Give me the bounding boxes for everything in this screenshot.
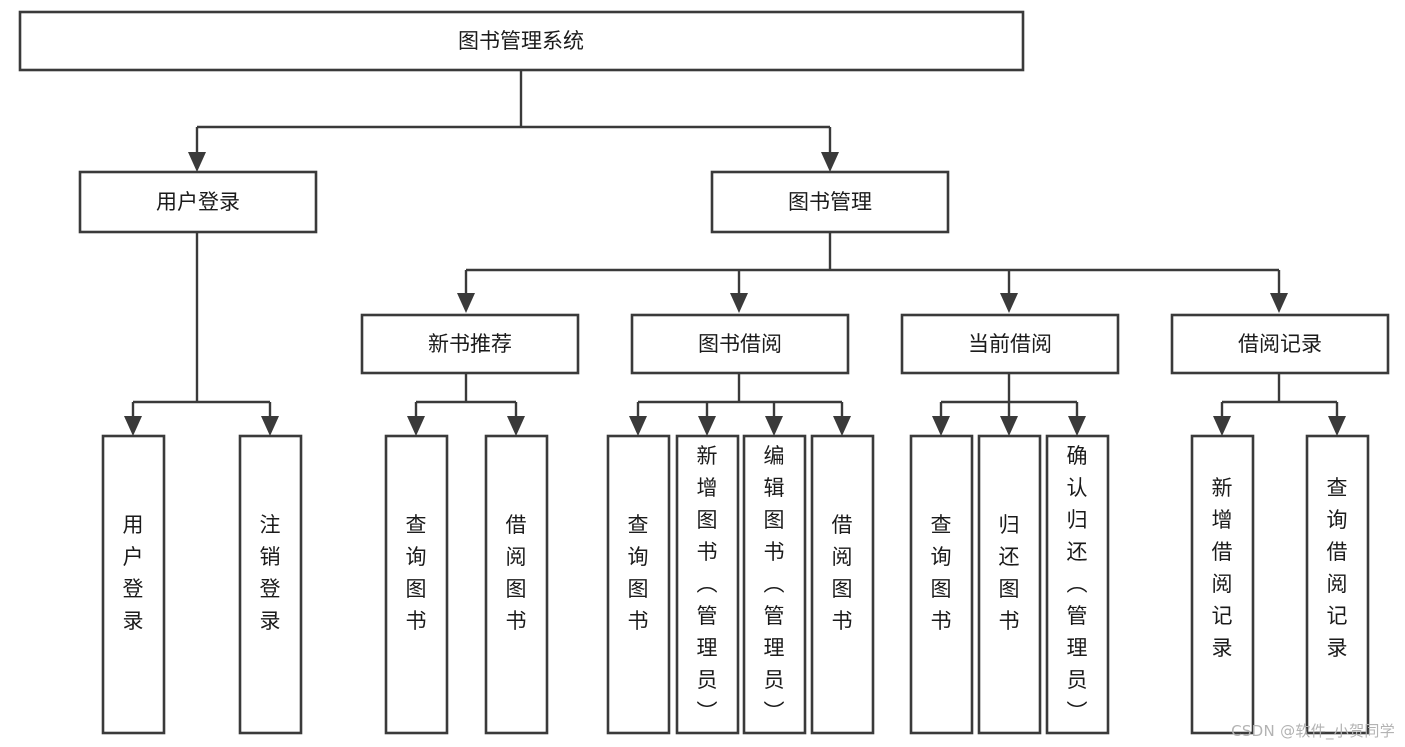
arrowhead-br-add-record [1213, 416, 1231, 436]
arrowhead-borrow-record [1270, 293, 1288, 313]
node-leaf-br-query-record-box[interactable] [1305, 434, 1370, 735]
node-leaf-cb-confirm-return-box[interactable] [1045, 434, 1110, 735]
node-book-borrow[interactable]: 图书借阅 [630, 313, 850, 375]
edges-book-borrow-to-leaves [629, 373, 851, 436]
node-user-login-box[interactable] [78, 170, 318, 234]
node-leaf-bb-edit-book-label: 编辑图书︵管理员︶ [764, 444, 785, 724]
node-book-manage[interactable]: 图书管理 [710, 170, 950, 234]
node-leaf-cb-query-book-label: 查询图书 [931, 513, 952, 633]
node-root-system-box[interactable] [18, 10, 1025, 72]
arrowhead-cb-return-book [1000, 416, 1018, 436]
node-user-login[interactable]: 用户登录 [78, 170, 318, 234]
node-leaf-cb-query-book-box[interactable] [909, 434, 974, 735]
edges-borrow-record-to-leaves [1213, 373, 1346, 436]
node-borrow-record-box[interactable] [1170, 313, 1390, 375]
edges-user-login-to-leaves [124, 232, 279, 436]
node-current-borrow[interactable]: 当前借阅 [900, 313, 1120, 375]
node-leaf-nb-borrow-book[interactable]: 借阅图书 [484, 434, 549, 735]
edges-new-book-to-leaves [407, 373, 525, 436]
node-new-book-recommend-label: 新书推荐 [428, 332, 512, 356]
node-leaf-nb-borrow-book-box[interactable] [484, 434, 549, 735]
node-leaf-bb-add-book-box[interactable] [675, 434, 740, 735]
node-leaf-bb-query-book-box[interactable] [606, 434, 671, 735]
node-leaf-logout[interactable]: 注销登录 [238, 434, 303, 735]
node-leaf-cb-return-book-box[interactable] [977, 434, 1042, 735]
edges-current-borrow-to-leaves [932, 373, 1086, 436]
node-leaf-nb-query-book-label: 查询图书 [406, 513, 427, 633]
node-leaf-logout-box[interactable] [238, 434, 303, 735]
node-new-book-recommend[interactable]: 新书推荐 [360, 313, 580, 375]
arrowhead-leaf-user-login [124, 416, 142, 436]
node-leaf-bb-query-book[interactable]: 查询图书 [606, 434, 671, 735]
node-leaf-user-login-box[interactable] [101, 434, 166, 735]
arrowhead-br-query-record [1328, 416, 1346, 436]
node-borrow-record[interactable]: 借阅记录 [1170, 313, 1390, 375]
arrowhead-bb-query-book [629, 416, 647, 436]
arrowhead-cb-confirm-return [1068, 416, 1086, 436]
arrowhead-new-book [457, 293, 475, 313]
node-leaf-bb-query-book-label: 查询图书 [628, 513, 649, 633]
node-book-manage-box[interactable] [710, 170, 950, 234]
node-leaf-bb-add-book[interactable]: 新增图书︵管理员︶ [675, 434, 740, 735]
node-current-borrow-label: 当前借阅 [968, 332, 1052, 356]
arrowhead-bb-add-book [698, 416, 716, 436]
arrowhead-leaf-logout [261, 416, 279, 436]
node-leaf-bb-borrow-book-label: 借阅图书 [832, 513, 853, 633]
node-book-borrow-box[interactable] [630, 313, 850, 375]
node-leaf-br-add-record[interactable]: 新增借阅记录 [1190, 434, 1255, 735]
node-leaf-bb-edit-book[interactable]: 编辑图书︵管理员︶ [742, 434, 807, 735]
node-leaf-cb-return-book-label: 归还图书 [999, 513, 1020, 633]
node-leaf-bb-edit-book-box[interactable] [742, 434, 807, 735]
edges-root-to-level2 [188, 70, 839, 172]
node-leaf-br-add-record-label: 新增借阅记录 [1212, 476, 1233, 660]
node-leaf-br-add-record-box[interactable] [1190, 434, 1255, 735]
node-root-system[interactable]: 图书管理系统 [18, 10, 1025, 72]
node-leaf-nb-query-book[interactable]: 查询图书 [384, 434, 449, 735]
node-leaf-nb-borrow-book-label: 借阅图书 [506, 513, 527, 633]
node-root-system-label: 图书管理系统 [458, 29, 584, 53]
node-leaf-bb-borrow-book[interactable]: 借阅图书 [810, 434, 875, 735]
node-leaf-br-query-record-label: 查询借阅记录 [1327, 476, 1348, 660]
arrowhead-bb-edit-book [765, 416, 783, 436]
node-borrow-record-label: 借阅记录 [1238, 332, 1322, 356]
node-current-borrow-box[interactable] [900, 313, 1120, 375]
node-leaf-cb-confirm-return-label: 确认归还︵管理员︶ [1067, 444, 1088, 724]
node-leaf-nb-query-book-box[interactable] [384, 434, 449, 735]
arrowhead-nb-borrow-book [507, 416, 525, 436]
node-book-borrow-label: 图书借阅 [698, 332, 782, 356]
node-leaf-user-login-label: 用户登录 [123, 513, 144, 633]
arrowhead-book-manage [821, 152, 839, 172]
arrowhead-current-borrow [1000, 293, 1018, 313]
node-book-manage-label: 图书管理 [788, 190, 872, 214]
arrowhead-bb-borrow-book [833, 416, 851, 436]
edges-book-manage-to-level3 [457, 232, 1288, 313]
arrowhead-cb-query-book [932, 416, 950, 436]
arrowhead-nb-query-book [407, 416, 425, 436]
node-leaf-cb-query-book[interactable]: 查询图书 [909, 434, 974, 735]
arrowhead-book-borrow [730, 293, 748, 313]
node-leaf-user-login[interactable]: 用户登录 [101, 434, 166, 735]
node-leaf-logout-label: 注销登录 [260, 513, 281, 633]
node-user-login-label: 用户登录 [156, 190, 240, 214]
node-leaf-cb-return-book[interactable]: 归还图书 [977, 434, 1042, 735]
node-leaf-bb-add-book-label: 新增图书︵管理员︶ [697, 444, 718, 724]
node-leaf-cb-confirm-return[interactable]: 确认归还︵管理员︶ [1045, 434, 1110, 735]
arrowhead-user-login [188, 152, 206, 172]
node-leaf-br-query-record[interactable]: 查询借阅记录 [1305, 434, 1370, 735]
node-new-book-recommend-box[interactable] [360, 313, 580, 375]
node-leaf-bb-borrow-book-box[interactable] [810, 434, 875, 735]
